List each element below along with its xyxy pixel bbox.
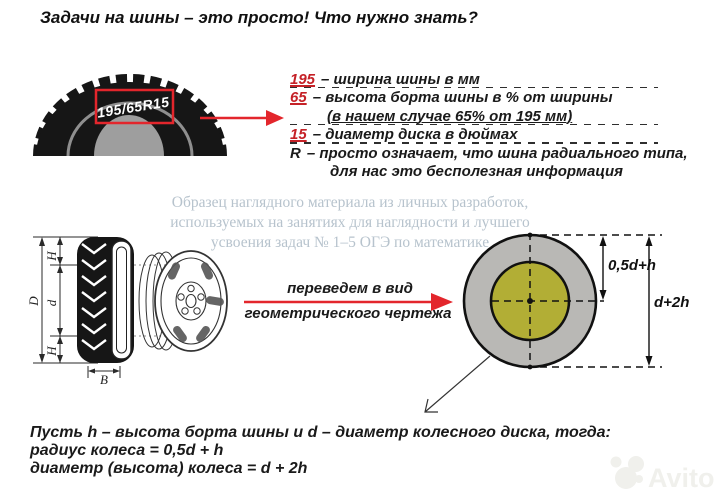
avito-logo-icon (615, 467, 637, 489)
formula-intro: Пусть h – высота борта шины и d – диамет… (30, 424, 611, 441)
convert-arrow-icon (244, 293, 453, 311)
pointer-arrow-icon (424, 355, 491, 413)
watermark-line: используемых на занятиях для наглядности… (170, 214, 530, 231)
author-watermark: Образец наглядного материала из личных р… (105, 193, 595, 253)
tire-sidewall-line (66, 101, 194, 157)
dim-label-B: B (100, 372, 108, 387)
convert-caption-bottom: геометрического чертежа (244, 305, 452, 322)
spec-line-profile-note: (в нашем случае 65% от 195 мм) (290, 108, 658, 126)
spec-line-width: 195– ширина шины в мм (290, 71, 658, 89)
watermark-line: усвоения задач № 1–5 ОГЭ по математике (210, 234, 490, 251)
spec-line-radial-note: для нас это бесполезная информация (330, 162, 624, 180)
dim-label-d: d (44, 299, 59, 306)
spec-line-diameter: 15– диаметр диска в дюймах (290, 126, 658, 144)
diameter-dimension-label: d+2h (654, 294, 689, 311)
spec-line-radial: R– просто означает, что шина радиального… (290, 144, 688, 162)
convert-caption-top: переведем в вид (287, 280, 413, 297)
wheel-technical-drawing: H d H D (26, 236, 228, 387)
spec-number: 195 (290, 71, 316, 88)
dim-label-h-top: H (44, 251, 59, 262)
wheel-circle-diagram: 0,5d+h d+2h (424, 232, 689, 413)
spec-number: 65 (290, 89, 307, 107)
tire-front-view (77, 237, 134, 363)
formula-block: Пусть h – высота борта шины и d – диамет… (30, 424, 611, 478)
avito-watermark: Avito (610, 456, 715, 493)
spec-number: 15 (290, 126, 307, 144)
formula-diameter: диаметр (высота) колеса = d + 2h (30, 460, 308, 477)
spec-line-profile: 65– высота борта шины в % от ширины (290, 89, 613, 107)
formula-radius: радиус колеса = 0,5d + h (30, 442, 224, 459)
dim-label-h-bottom: H (44, 346, 59, 357)
wheel-rim-drawing (138, 250, 228, 352)
tire-graphic: 195/65R15 (33, 74, 284, 157)
page-title: Задачи на шины – это просто! Что нужно з… (40, 8, 478, 27)
radius-dimension-label: 0,5d+h (608, 257, 656, 274)
dim-label-D: D (26, 296, 41, 307)
red-arrow-right-icon (200, 110, 284, 126)
watermark-line: Образец наглядного материала из личных р… (171, 194, 529, 211)
avito-brand-text: Avito (648, 463, 715, 493)
highlight-rectangle (94, 88, 175, 125)
tire-hub-hole (94, 115, 164, 156)
spec-number: R (290, 144, 301, 162)
tire-spec-legend: 195– ширина шины в мм 65– высота борта ш… (290, 71, 688, 181)
